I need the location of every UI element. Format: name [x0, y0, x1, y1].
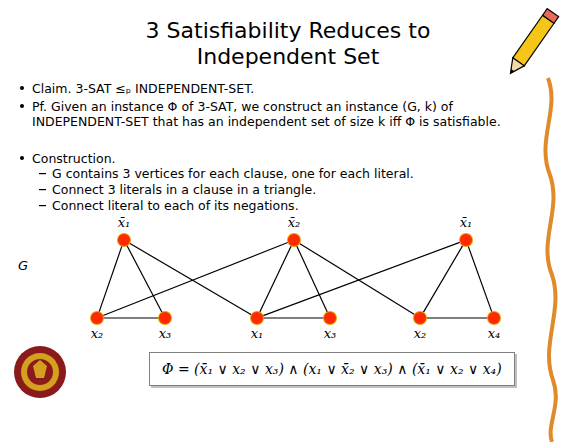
vertex-label: x₁ [251, 326, 264, 341]
vertex-label: x₃ [324, 326, 337, 341]
graph-edge [129, 243, 252, 315]
graph-edge [468, 246, 492, 313]
vertex-label: x̄₁ [118, 215, 131, 230]
graph-vertex: x₁ [251, 312, 263, 324]
bullet-text: Construction. [32, 151, 532, 166]
vertex-label: x₂ [91, 326, 104, 341]
pencil-icon [505, 9, 559, 78]
graph-vertex: x₂ [91, 312, 103, 324]
bullet-text: Claim. 3-SAT ≤ₚ INDEPENDENT-SET. [32, 81, 532, 96]
graph-edge [99, 246, 122, 313]
graph-edge [260, 245, 292, 312]
vertex-label: x̄₁ [460, 215, 473, 230]
graph-edge [297, 245, 328, 312]
graph-vertex: x̄₁ [460, 234, 472, 246]
graph-edge [426, 317, 488, 318]
graph-edge [299, 243, 415, 315]
graph-vertex: x̄₁ [118, 234, 130, 246]
vertex-label: x₂ [414, 326, 427, 341]
formula-box: Φ = (x̄₁ ∨ x₂ ∨ x₃) ∧ (x₁ ∨ x̄₂ ∨ x₃) ∧ … [149, 352, 515, 386]
bullet-text: Connect literal to each of its negations… [52, 198, 532, 213]
slide-title: 3 Satisfiability Reduces to Independent … [100, 18, 476, 70]
graph-vertex: x₄ [488, 312, 500, 324]
graph-vertex: x₃ [159, 312, 171, 324]
vertex-label: x₃ [159, 326, 172, 341]
graph-vertex: x̄₂ [288, 234, 300, 246]
graph-edge [127, 245, 162, 312]
vertex-label: x₄ [488, 326, 501, 341]
graph-label: G [18, 258, 38, 273]
wavy-border [545, 78, 555, 442]
university-seal [14, 346, 66, 398]
graph-edge [263, 317, 324, 318]
graph-edge [423, 245, 463, 313]
graph-edge [103, 317, 159, 318]
vertex-label: x̄₂ [288, 215, 301, 230]
graph-vertex: x₃ [324, 312, 336, 324]
bullet-text: Pf. Given an instance Φ of 3-SAT, we con… [32, 99, 532, 129]
formula-text: Φ = (x̄₁ ∨ x₂ ∨ x₃) ∧ (x₁ ∨ x̄₂ ∨ x₃) ∧ … [150, 353, 514, 385]
bullet-text: G contains 3 vertices for each clause, o… [52, 166, 532, 181]
bullet-text: Connect 3 literals in a clause in a tria… [52, 182, 532, 197]
graph-edge [103, 242, 289, 316]
graph-vertex: x₂ [414, 312, 426, 324]
graph-edge [263, 242, 461, 316]
